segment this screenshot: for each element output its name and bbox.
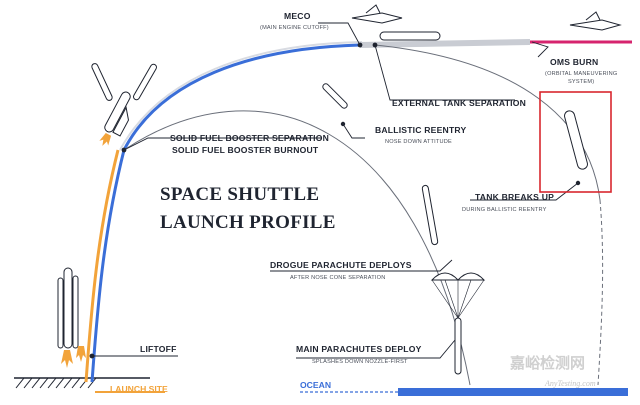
srb-burnout-label: SOLID FUEL BOOSTER BURNOUT: [172, 145, 319, 155]
srb-left-icon: [91, 63, 113, 101]
tank-breakup-icon: [564, 110, 588, 170]
oms-burn-sub2: SYSTEM): [568, 79, 594, 85]
srb-right-icon: [133, 63, 157, 101]
main-parachutes-label: MAIN PARACHUTES DEPLOY: [296, 344, 422, 354]
external-tank-separation-label: EXTERNAL TANK SEPARATION: [392, 98, 526, 108]
drogue-label: DROGUE PARACHUTE DEPLOYS: [270, 260, 412, 270]
page-title-line1: SPACE SHUTTLE: [160, 184, 319, 205]
meco-sublabel: (MAIN ENGINE CUTOFF): [260, 25, 329, 31]
ocean-label: OCEAN: [300, 380, 331, 390]
booster-trajectory: [84, 149, 120, 383]
ascent-halo: [119, 41, 363, 151]
watermark-cn: 嘉峪检测网: [509, 354, 585, 372]
meco-label: MECO: [284, 11, 311, 21]
main-parachutes-icon: [430, 272, 486, 375]
srb-separation-label: SOLID FUEL BOOSTER SEPARATION: [170, 133, 329, 143]
srb-ballistic-arc: [123, 110, 471, 386]
watermark-en: AnyTesting.com: [544, 379, 596, 388]
shuttle-on-pad-icon: [57, 267, 86, 368]
orbiter-oms-icon: [569, 11, 622, 31]
tank-breaks-up-label: TANK BREAKS UP: [475, 192, 554, 202]
tank-ballistic-arc: [374, 44, 601, 201]
tank-breaks-up-sublabel: DURING BALLISTIC REENTRY: [462, 207, 547, 213]
srb-drogue-icon: [421, 184, 439, 246]
oms-burn-sub1: (ORBITAL MANEUVERING: [545, 71, 617, 77]
oms-burn-label: OMS BURN: [550, 57, 598, 67]
launch-site-label: LAUNCH SITE: [110, 384, 168, 394]
orbit-path: [359, 39, 531, 48]
tank-highlight-box: [539, 91, 612, 193]
external-tank-icon: [379, 31, 441, 41]
liftoff-label: LIFTOFF: [140, 344, 177, 354]
srb-falling-icon: [322, 83, 348, 109]
leader-lines: [92, 22, 579, 359]
ballistic-reentry-label: BALLISTIC REENTRY: [375, 125, 466, 135]
page-title-line2: LAUNCH PROFILE: [160, 212, 336, 233]
ballistic-reentry-sublabel: NOSE DOWN ATTITUDE: [385, 139, 452, 145]
tank-dashed-fall: [597, 199, 604, 386]
shuttle-ascent-icon: [99, 91, 131, 146]
drogue-sublabel: AFTER NOSE CONE SEPARATION: [290, 275, 385, 281]
main-parachutes-sublabel: SPLASHES DOWN NOZZLE-FIRST: [312, 359, 408, 365]
launch-site-ground: [14, 377, 165, 393]
orbiter-meco-icon: [351, 4, 403, 24]
ocean-surface: [300, 388, 628, 396]
